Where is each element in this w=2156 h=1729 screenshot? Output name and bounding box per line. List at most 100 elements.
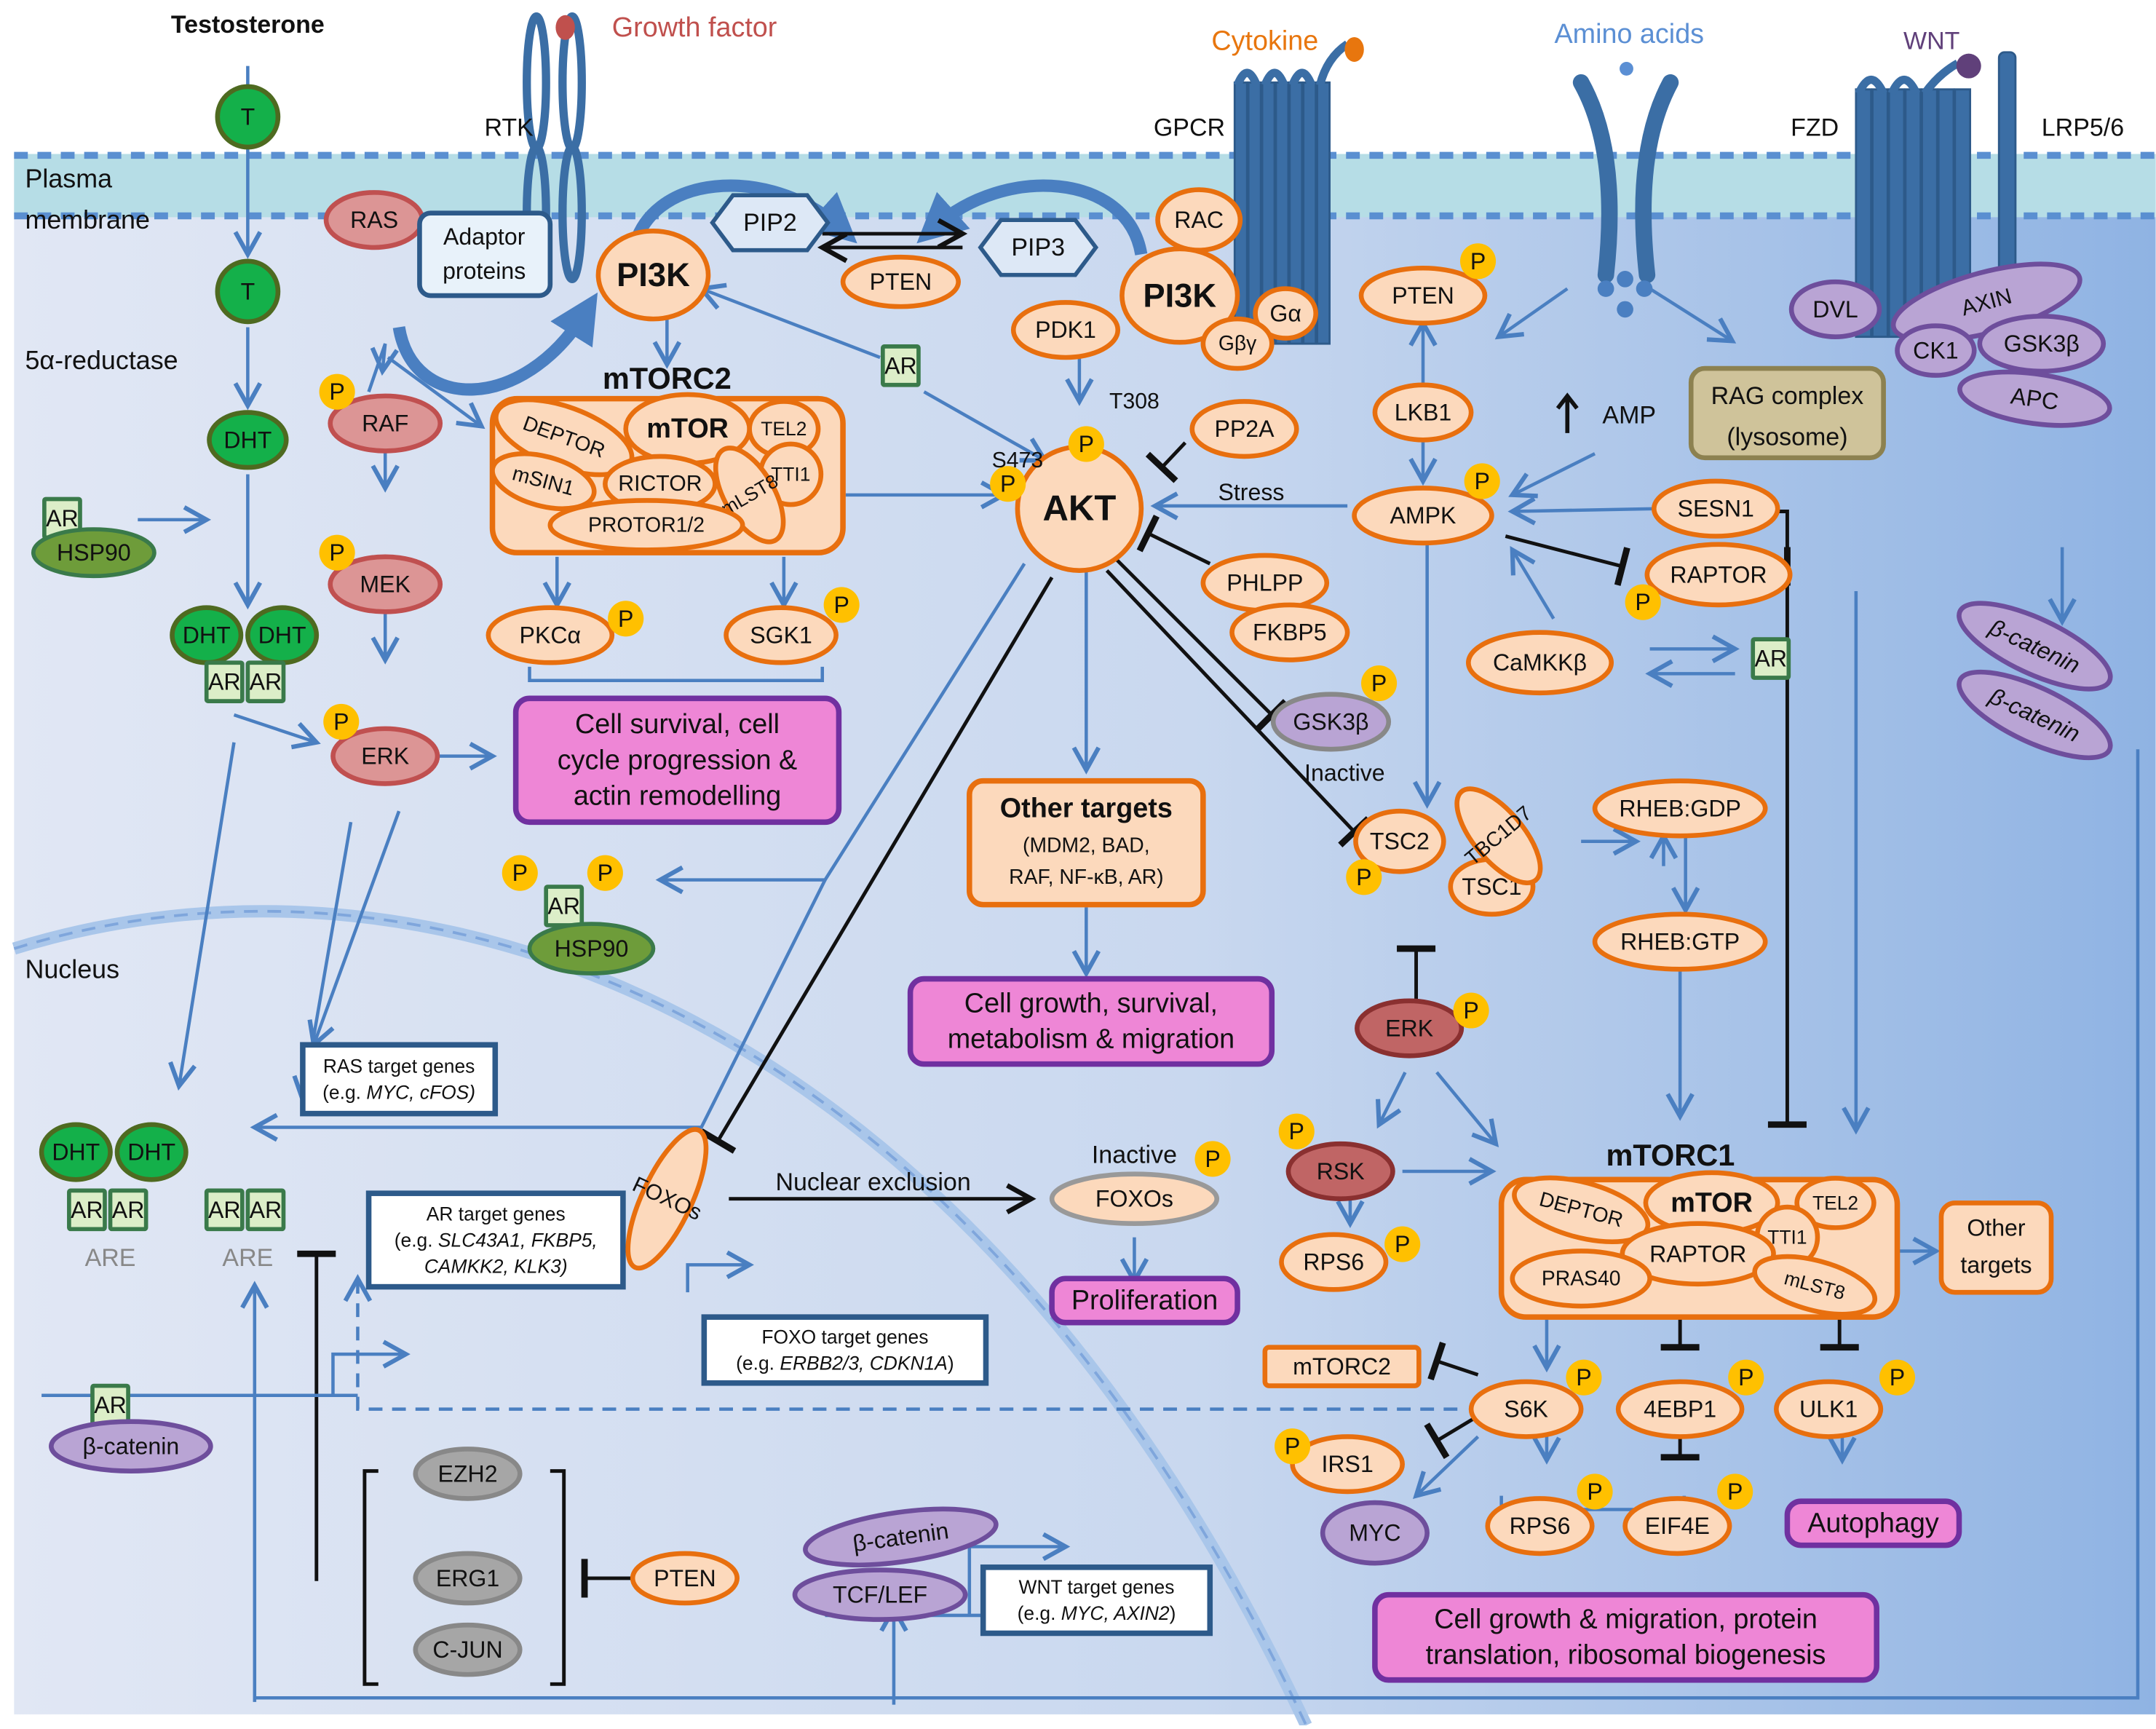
dht-nuclear-2[interactable]: DHT — [114, 1122, 189, 1182]
irs1-node[interactable]: IRS1 — [1290, 1434, 1405, 1495]
hsp90-phospho-node[interactable]: HSP90 — [527, 922, 656, 976]
rheb-gtp-node[interactable]: RHEB:GTP — [1592, 911, 1768, 972]
ar-nuclear-2[interactable]: AR — [108, 1188, 148, 1232]
mtorc1-pras40[interactable]: PRAS40 — [1510, 1249, 1652, 1309]
ar-box-hsp[interactable]: AR — [42, 496, 82, 540]
ar-nuclear-1[interactable]: AR — [67, 1188, 107, 1232]
ar-nuclear-4[interactable]: AR — [245, 1188, 286, 1232]
pi3k-left-node[interactable]: PI3K — [595, 228, 711, 322]
pi3k-right-node[interactable]: PI3K — [1119, 246, 1240, 345]
erk-left-node[interactable]: ERK — [330, 726, 440, 786]
erg1-node[interactable]: ERG1 — [413, 1551, 523, 1606]
tsc2-node[interactable]: TSC2 — [1353, 808, 1446, 874]
raf-node[interactable]: RAF — [328, 393, 443, 454]
rac-node[interactable]: RAC — [1155, 187, 1243, 253]
mek-node[interactable]: MEK — [328, 554, 443, 614]
ras-target-genes-box[interactable]: RAS target genes(e.g. MYC, cFOS) — [300, 1042, 499, 1117]
ar-dimer-b[interactable]: AR — [245, 660, 286, 703]
mtorc1-raptor[interactable]: RAPTOR — [1620, 1221, 1776, 1287]
mtorc1-mtor[interactable]: mTOR — [1643, 1170, 1780, 1236]
mtorc2-protor[interactable]: PROTOR1/2 — [547, 498, 745, 553]
mtorc2-feedback-box[interactable]: mTORC2 — [1262, 1345, 1422, 1388]
pten-nuclear-node[interactable]: PTEN — [630, 1551, 740, 1606]
pip2-node[interactable]: PIP2 — [710, 193, 831, 253]
lkb1-node[interactable]: LKB1 — [1372, 382, 1474, 443]
rps6-left-node[interactable]: RPS6 — [1279, 1232, 1389, 1292]
testosterone-cytoplasm-node[interactable]: T — [215, 258, 281, 325]
other-targets-box[interactable]: Other targets(MDM2, BAD,RAF, NF-κB, AR) — [967, 778, 1206, 908]
foxo-target-genes-box[interactable]: FOXO target genes(e.g. ERBB2/3, CDKN1A) — [701, 1314, 989, 1386]
dvl-node[interactable]: DVL — [1788, 279, 1882, 339]
wnt-target-genes-box[interactable]: WNT target genes(e.g. MYC, AXIN2) — [980, 1564, 1213, 1637]
mtorc2-mlst8[interactable]: mLST8 — [702, 438, 797, 553]
pdk1-node[interactable]: PDK1 — [1010, 300, 1121, 360]
pkc-alpha-node[interactable]: PKCα — [486, 605, 615, 665]
axin-node[interactable]: AXIN — [1886, 248, 2088, 357]
mtorc1-mlst8[interactable]: mLST8 — [1748, 1246, 1881, 1326]
ras-node[interactable]: RAS — [323, 190, 425, 250]
mtorc1-tel2[interactable]: TEL2 — [1794, 1176, 1876, 1230]
ar-target-genes-box[interactable]: AR target genes(e.g. SLC43A1, FKBP5,CAMK… — [365, 1190, 626, 1290]
fkbp5-node[interactable]: FKBP5 — [1229, 602, 1350, 662]
ulk1-node[interactable]: ULK1 — [1774, 1379, 1884, 1439]
phlpp-node[interactable]: PHLPP — [1200, 553, 1330, 613]
ar-dimer-a[interactable]: AR — [204, 660, 245, 703]
foxos-inactive-node[interactable]: FOXOs — [1049, 1171, 1220, 1227]
beta-catenin-tcf-node[interactable]: β-catenin — [802, 1499, 999, 1575]
tcf-lef-node[interactable]: TCF/LEF — [792, 1567, 968, 1622]
g-beta-gamma-node[interactable]: Gβγ — [1200, 316, 1275, 371]
ar-bcat-box[interactable]: AR — [90, 1383, 130, 1427]
camkk-beta-node[interactable]: CaMKKβ — [1466, 630, 1614, 696]
foxos-nuclear-node[interactable]: FOXOs — [613, 1120, 721, 1278]
raptor-phospho-node[interactable]: RAPTOR — [1644, 542, 1793, 608]
dht-nuclear-1[interactable]: DHT — [39, 1122, 113, 1182]
apc-node[interactable]: APC — [1957, 364, 2113, 434]
gsk3b-inactive-node[interactable]: GSK3β — [1270, 692, 1392, 752]
testosterone-node[interactable]: T — [215, 84, 281, 150]
c-jun-node[interactable]: C-JUN — [413, 1622, 523, 1677]
ezh2-node[interactable]: EZH2 — [413, 1447, 523, 1501]
dht-dimer-b[interactable]: DHT — [245, 605, 320, 665]
outcome-autophagy[interactable]: Autophagy — [1784, 1498, 1962, 1548]
eif4e-node[interactable]: EIF4E — [1622, 1496, 1732, 1556]
pten-phospho-node[interactable]: PTEN — [1358, 265, 1488, 326]
mtorc2-msin1[interactable]: mSIN1 — [486, 444, 600, 519]
sesn1-node[interactable]: SESN1 — [1651, 478, 1780, 539]
beta-catenin-node-2[interactable]: β-catenin — [1949, 655, 2121, 775]
s6k-node[interactable]: S6K — [1468, 1379, 1584, 1439]
hsp90-node[interactable]: HSP90 — [31, 527, 156, 579]
ampk-node[interactable]: AMPK — [1352, 486, 1494, 546]
myc-node[interactable]: MYC — [1320, 1500, 1430, 1566]
pp2a-node[interactable]: PP2A — [1189, 399, 1299, 459]
dht-dimer-a[interactable]: DHT — [170, 605, 244, 665]
ar-nuclear-3[interactable]: AR — [204, 1188, 245, 1232]
ar-camkk-box[interactable]: AR — [1751, 637, 1791, 680]
ar-cytoplasm-box[interactable]: AR — [881, 344, 921, 387]
rsk-node[interactable]: RSK — [1285, 1141, 1395, 1202]
rheb-gdp-node[interactable]: RHEB:GDP — [1592, 778, 1768, 839]
sgk1-node[interactable]: SGK1 — [724, 605, 839, 665]
mtorc2-mtor[interactable]: mTOR — [623, 392, 752, 466]
erk-right-node[interactable]: ERK — [1355, 998, 1465, 1059]
g-alpha-node[interactable]: Gα — [1253, 286, 1319, 341]
pten-membrane-node[interactable]: PTEN — [840, 254, 962, 309]
ar-phospho-box[interactable]: AR — [544, 885, 584, 927]
outcome-translation[interactable]: Cell growth & migration, proteintranslat… — [1372, 1591, 1879, 1683]
pip3-node[interactable]: PIP3 — [978, 218, 1099, 277]
dht-node[interactable]: DHT — [207, 410, 289, 470]
beta-catenin-nuclear-node[interactable]: β-catenin — [49, 1419, 213, 1473]
tbc1d7-node[interactable]: TBC1D7 — [1443, 776, 1555, 896]
mtorc1-deptor[interactable]: DEPTOR — [1507, 1166, 1654, 1254]
gsk3b-wnt-node[interactable]: GSK3β — [1977, 314, 2107, 374]
outcome-cell-growth[interactable]: Cell growth, survival,metabolism & migra… — [907, 976, 1275, 1067]
rps6-right-node[interactable]: RPS6 — [1485, 1496, 1595, 1556]
rag-complex-box[interactable]: RAG complex(lysosome) — [1688, 365, 1886, 461]
4ebp1-node[interactable]: 4EBP1 — [1615, 1379, 1745, 1439]
ck1-node[interactable]: CK1 — [1895, 323, 1977, 378]
outcome-proliferation[interactable]: Proliferation — [1049, 1275, 1240, 1326]
